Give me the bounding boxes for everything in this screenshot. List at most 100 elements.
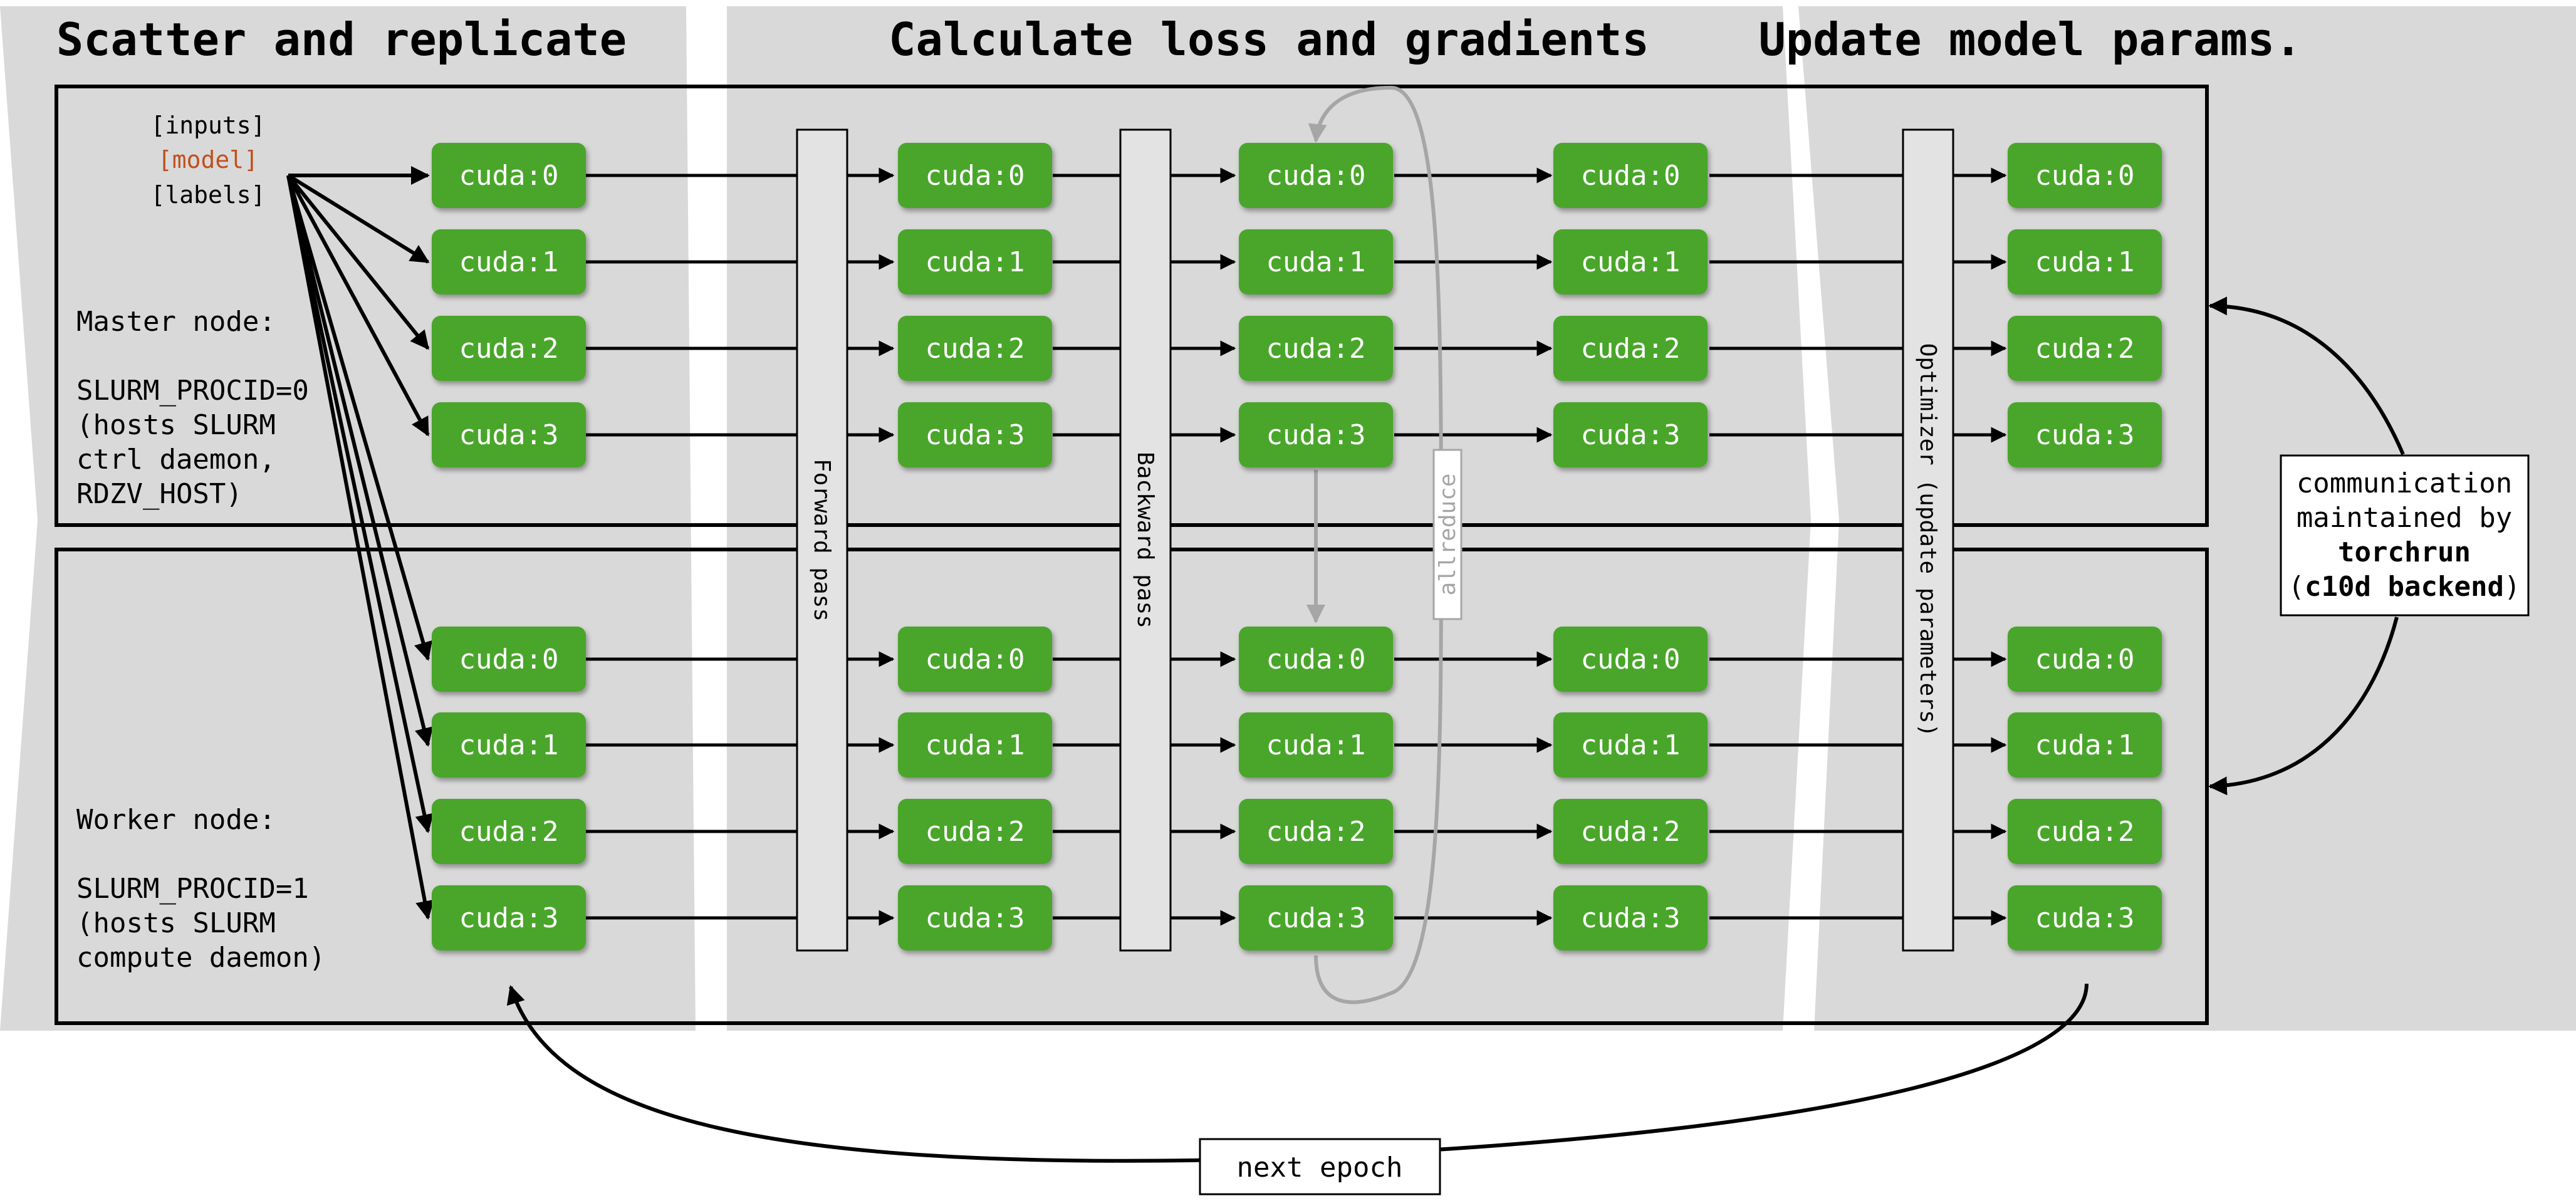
gpu-box-rect bbox=[2008, 402, 2162, 467]
scatter-arrow bbox=[286, 174, 430, 437]
gpu-box-rect bbox=[432, 316, 586, 381]
scatter-arrow bbox=[287, 174, 430, 264]
gpu-box: cuda:2 bbox=[2008, 316, 2162, 381]
gpu-box-rect bbox=[1239, 402, 1393, 467]
gpu-box-rect bbox=[1553, 627, 1708, 692]
gpu-box: cuda:0 bbox=[2008, 627, 2162, 692]
flow-arrows bbox=[586, 167, 2007, 926]
scatter-arrow bbox=[286, 175, 432, 661]
gpu-box: cuda:1 bbox=[898, 229, 1052, 294]
allreduce-label: allreduce bbox=[1435, 473, 1461, 595]
gpu-box: cuda:0 bbox=[898, 143, 1052, 208]
gpu-label: cuda:0 bbox=[1581, 160, 1681, 192]
gpu-label: cuda:0 bbox=[459, 160, 559, 192]
worker-line: Worker node: bbox=[76, 804, 276, 836]
worker-line: compute daemon) bbox=[76, 942, 325, 974]
gpu-label: cuda:2 bbox=[1266, 333, 1366, 365]
master-node-description: Master node: SLURM_PROCID=0 (hosts SLURM… bbox=[76, 306, 309, 510]
labels-label: [labels] bbox=[150, 181, 265, 209]
comm-line-4-bold: c10d backend bbox=[2305, 571, 2504, 603]
inputs-label: [inputs] bbox=[150, 112, 265, 139]
gpu-label: cuda:2 bbox=[2035, 816, 2135, 848]
gpu-box-rect bbox=[432, 712, 586, 778]
gpu-box-rect bbox=[898, 885, 1052, 950]
gpu-box: cuda:0 bbox=[1239, 143, 1393, 208]
comm-arrow-top bbox=[2208, 296, 2405, 456]
allreduce-badge: allreduce bbox=[1432, 449, 1463, 620]
gpu-box: cuda:1 bbox=[2008, 712, 2162, 778]
gpu-box: cuda:1 bbox=[432, 229, 586, 294]
gpu-label: cuda:1 bbox=[2035, 729, 2135, 761]
gpu-box-rect bbox=[1553, 885, 1708, 950]
gpu-box: cuda:1 bbox=[1553, 712, 1708, 778]
gpu-label: cuda:0 bbox=[2035, 160, 2135, 192]
gpu-box: cuda:2 bbox=[1553, 316, 1708, 381]
title-update: Update model params. bbox=[1759, 13, 2302, 66]
gpu-box: cuda:3 bbox=[2008, 885, 2162, 950]
scatter-arrows bbox=[286, 166, 434, 920]
comm-line-4-open: ( bbox=[2288, 571, 2305, 603]
comm-line-4: (c10d backend) bbox=[2288, 571, 2521, 603]
master-line: ctrl daemon, bbox=[76, 444, 276, 476]
gpu-box-rect bbox=[1239, 316, 1393, 381]
gpu-label: cuda:1 bbox=[1581, 729, 1681, 761]
comm-line-4-close: ) bbox=[2504, 571, 2521, 603]
gpu-box: cuda:2 bbox=[432, 799, 586, 864]
comm-line-3: torchrun bbox=[2338, 536, 2471, 568]
gpu-box-rect bbox=[898, 712, 1052, 778]
model-label: [model] bbox=[158, 146, 258, 174]
gpu-box-rect bbox=[1239, 885, 1393, 950]
gpu-box: cuda:3 bbox=[1239, 402, 1393, 467]
gpu-label: cuda:3 bbox=[459, 419, 559, 451]
gpu-label: cuda:2 bbox=[1581, 333, 1681, 365]
comm-arrow-bottom bbox=[2208, 617, 2399, 796]
scatter-arrow bbox=[286, 175, 434, 747]
gpu-label: cuda:3 bbox=[1266, 419, 1366, 451]
communication-box: communication maintained by torchrun (c1… bbox=[2280, 454, 2530, 617]
master-line: RDZV_HOST) bbox=[76, 478, 242, 510]
gpu-box-rect bbox=[432, 143, 586, 208]
communication-arrows bbox=[2208, 296, 2405, 796]
gpu-box: cuda:0 bbox=[1553, 627, 1708, 692]
gpu-box-rect bbox=[1239, 799, 1393, 864]
gpu-box: cuda:3 bbox=[432, 402, 586, 467]
next-epoch-box: next epoch bbox=[1199, 1138, 1441, 1195]
gpu-box: cuda:3 bbox=[1553, 402, 1708, 467]
gpu-box: cuda:0 bbox=[432, 143, 586, 208]
gpu-box-rect bbox=[2008, 799, 2162, 864]
gpu-label: cuda:0 bbox=[459, 643, 559, 675]
scatter-arrow bbox=[286, 174, 430, 350]
gpu-box-rect bbox=[1239, 143, 1393, 208]
gpu-box-rect bbox=[898, 143, 1052, 208]
gpu-box: cuda:1 bbox=[2008, 229, 2162, 294]
gpu-box-rect bbox=[2008, 143, 2162, 208]
scatter-arrow bbox=[286, 175, 434, 920]
gpu-box-rect bbox=[2008, 316, 2162, 381]
gpu-label: cuda:1 bbox=[1266, 729, 1366, 761]
gpu-box-rect bbox=[1553, 799, 1708, 864]
next-epoch-label: next epoch bbox=[1237, 1152, 1403, 1184]
gpu-box: cuda:2 bbox=[2008, 799, 2162, 864]
gpu-box-rect bbox=[432, 885, 586, 950]
gpu-box-rect bbox=[1553, 229, 1708, 294]
gpu-box-rect bbox=[898, 627, 1052, 692]
comm-line-2: maintained by bbox=[2297, 502, 2512, 534]
gpu-box: cuda:1 bbox=[432, 712, 586, 778]
gpu-label: cuda:3 bbox=[2035, 419, 2135, 451]
gpu-label: cuda:1 bbox=[1266, 246, 1366, 278]
gpu-box: cuda:1 bbox=[1239, 712, 1393, 778]
gpu-box-rect bbox=[1239, 229, 1393, 294]
gpu-box: cuda:1 bbox=[898, 712, 1052, 778]
gpu-label: cuda:2 bbox=[926, 333, 1025, 365]
gpu-label: cuda:3 bbox=[926, 419, 1025, 451]
gpu-label: cuda:2 bbox=[459, 816, 559, 848]
gpu-box-rect bbox=[1553, 143, 1708, 208]
master-line: SLURM_PROCID=0 bbox=[76, 375, 309, 407]
scatter-arrow bbox=[286, 175, 434, 833]
worker-line: SLURM_PROCID=1 bbox=[76, 873, 309, 905]
gpu-box: cuda:0 bbox=[1553, 143, 1708, 208]
gpu-box: cuda:2 bbox=[432, 316, 586, 381]
gpu-box-rect bbox=[1239, 627, 1393, 692]
gpu-box: cuda:2 bbox=[898, 799, 1052, 864]
master-line: Master node: bbox=[76, 306, 276, 338]
